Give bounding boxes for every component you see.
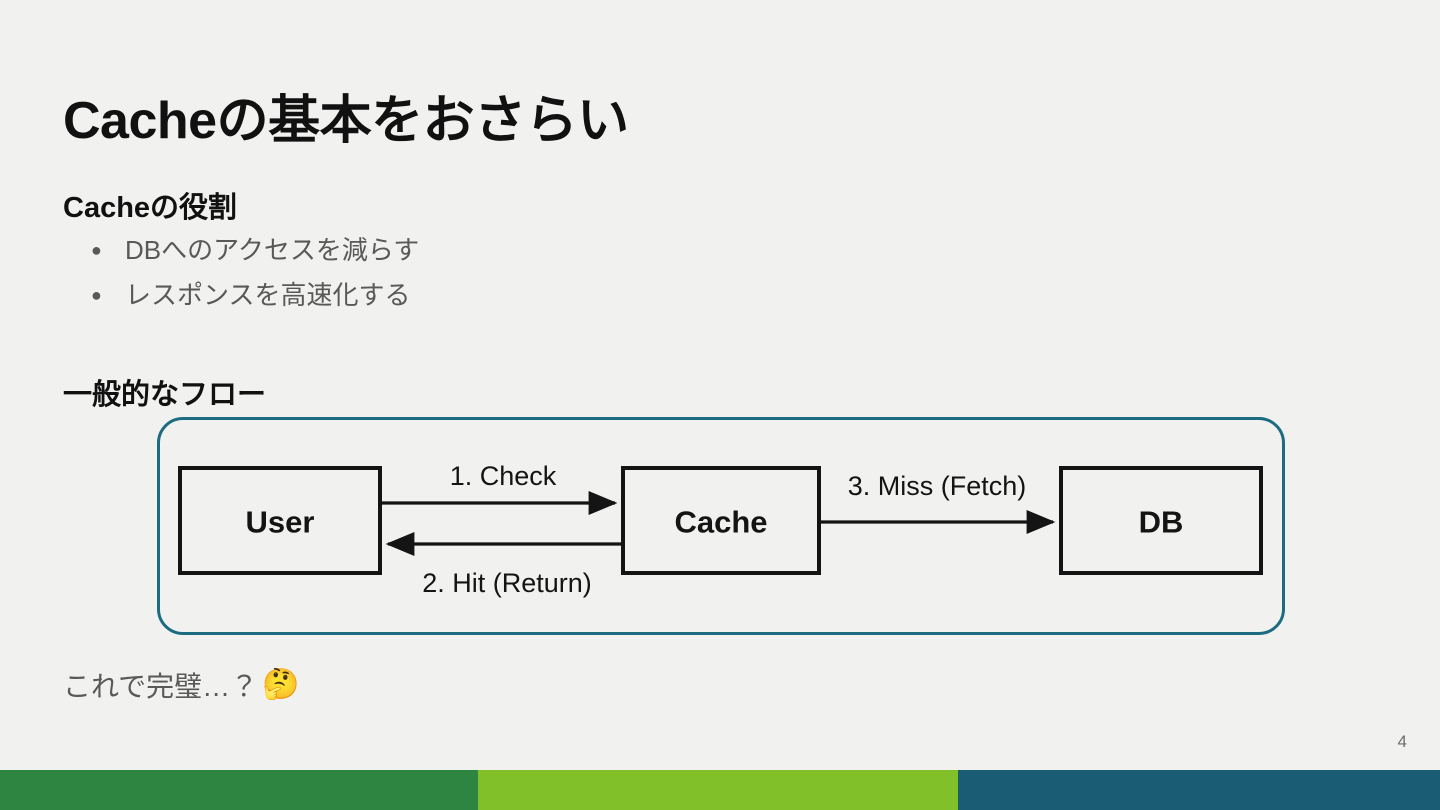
footer-band-teal: [958, 770, 1440, 810]
bullet-marker-icon: ●: [91, 240, 102, 260]
diagram-node-db-label: DB: [1139, 505, 1184, 540]
diagram-edge-hit: 2. Hit (Return): [385, 532, 621, 598]
footer-band-dark-green: [0, 770, 478, 810]
diagram-edge-check: 1. Check: [382, 461, 618, 515]
diagram-edge-check-label: 1. Check: [450, 461, 557, 491]
list-item-label: レスポンスを高速化する: [125, 280, 411, 310]
diagram-edge-miss-label: 3. Miss (Fetch): [848, 471, 1027, 501]
list-item: ● DBへのアクセスを減らす: [63, 228, 419, 273]
diagram-node-db: DB: [1059, 466, 1263, 575]
bullet-marker-icon: ●: [91, 285, 102, 305]
section-heading-flow: 一般的なフロー: [63, 379, 267, 412]
list-item: ● レスポンスを高速化する: [63, 273, 419, 318]
footer-color-bars: [0, 770, 1440, 810]
thinking-face-icon: 🤔: [262, 668, 300, 701]
section-heading-role: Cacheの役割: [63, 192, 238, 225]
list-item-label: DBへのアクセスを減らす: [125, 235, 420, 265]
bullet-list: ● DBへのアクセスを減らす ● レスポンスを高速化する: [63, 228, 419, 318]
diagram-node-user-label: User: [246, 505, 315, 540]
diagram-node-cache: Cache: [621, 466, 821, 575]
cache-flow-diagram: User Cache DB 1. Check 2. Hit (Return): [157, 417, 1285, 635]
diagram-node-cache-label: Cache: [674, 505, 767, 540]
footer-band-light-green: [478, 770, 958, 810]
page-title: Cacheの基本をおさらい: [63, 91, 629, 150]
diagram-node-user: User: [178, 466, 382, 575]
page-number: 4: [1397, 732, 1407, 751]
diagram-edge-miss: 3. Miss (Fetch): [821, 471, 1056, 534]
closing-remark: これで完璧…？ 🤔: [63, 665, 300, 705]
closing-remark-text: これで完璧…？: [63, 671, 259, 702]
diagram-edge-hit-label: 2. Hit (Return): [422, 568, 592, 598]
